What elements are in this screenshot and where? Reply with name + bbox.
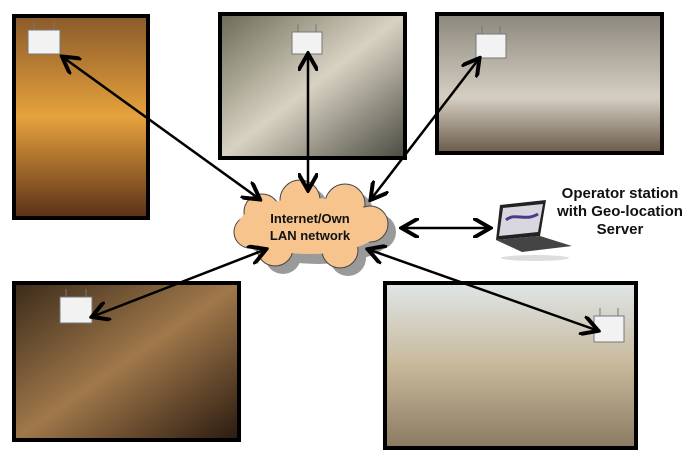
link-arrow [64, 58, 258, 198]
operator-label-line2: with Geo-location [556, 203, 683, 220]
cloud-label-line1: Internet/Own [270, 211, 350, 226]
access-point-icon [27, 22, 61, 55]
link-arrow [94, 250, 264, 316]
laptop-icon [496, 200, 572, 261]
operator-label-line3: Server [597, 221, 644, 238]
operator-label-line1: Operator station [562, 185, 679, 202]
photo-gallery-hall [435, 12, 664, 155]
network-cloud: Internet/Own LAN network [233, 179, 396, 276]
access-point-icon [475, 26, 507, 59]
operator-station-label: Operator station with Geo-location Serve… [556, 185, 683, 238]
photo-lobby-staircase [12, 281, 241, 442]
access-point-icon [59, 289, 93, 324]
link-arrow [372, 60, 478, 198]
cloud-label-line2: LAN network [270, 228, 351, 243]
photo-arcade-corridor [383, 281, 638, 450]
link-arrow [370, 250, 596, 330]
